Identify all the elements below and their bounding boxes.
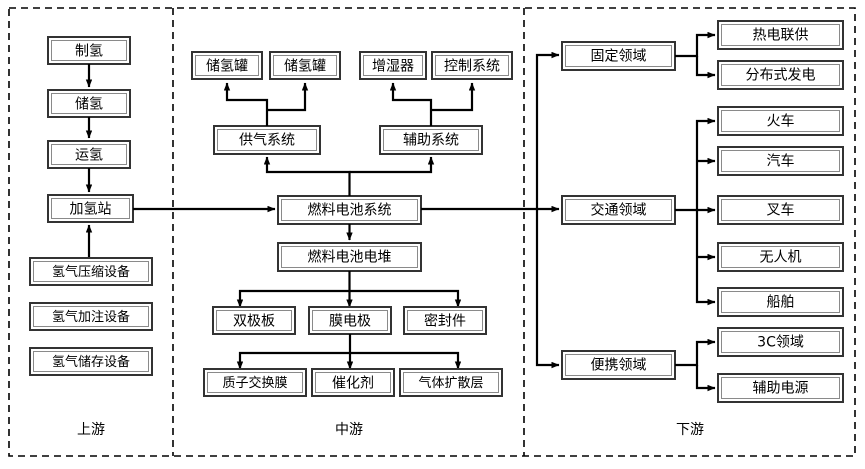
- node-label: 储氢: [75, 97, 103, 113]
- edge-transport-ship: [695, 210, 716, 306]
- node-label: 氢气储存设备: [52, 354, 130, 370]
- node-label: 无人机: [760, 250, 802, 266]
- node-drone[interactable]: 无人机: [717, 242, 844, 272]
- node-label: 分布式发电: [746, 68, 816, 84]
- node-hydrogen-tank-1[interactable]: 储氢罐: [191, 51, 263, 80]
- node-membrane-electrode[interactable]: 膜电极: [308, 306, 392, 335]
- node-label: 双极板: [233, 314, 275, 330]
- node-label: 船舶: [767, 295, 795, 311]
- node-yunqing[interactable]: 运氢: [47, 140, 131, 169]
- edge-stationary-chp: [675, 31, 716, 58]
- node-portable-field[interactable]: 便携领域: [561, 350, 676, 380]
- upstream-chain: 制氢 储氢 运氢 加氢站: [47, 36, 134, 258]
- node-label: 火车: [767, 113, 795, 130]
- node-label: 氢气加注设备: [52, 309, 130, 325]
- node-hydrogen-tank-2[interactable]: 储氢罐: [269, 51, 341, 80]
- node-fuel-cell-system[interactable]: 燃料电池系统: [277, 195, 422, 225]
- node-forklift[interactable]: 叉车: [717, 195, 844, 225]
- midstream-auxiliary: 增湿器 控制系统 辅助系统: [359, 51, 513, 155]
- edge-system-gas-supply: [263, 156, 351, 196]
- edge-aux-humidifier: [389, 82, 433, 126]
- node-auxiliary-system[interactable]: 辅助系统: [379, 125, 483, 155]
- node-label: 增湿器: [372, 59, 414, 75]
- node-combined-heat-power[interactable]: 热电联供: [717, 20, 844, 50]
- node-hydrogen-refueling[interactable]: 氢气加注设备: [29, 302, 153, 331]
- node-label: 制氢: [75, 44, 103, 60]
- node-label: 燃料电池系统: [308, 202, 392, 219]
- node-jiaqingzhan[interactable]: 加氢站: [47, 194, 134, 223]
- node-label: 氢气压缩设备: [52, 264, 130, 280]
- node-label: 热电联供: [753, 28, 809, 44]
- edge-trunk-stationary: [535, 51, 560, 209]
- midstream-supply: 储氢罐 储氢罐 供气系统: [191, 51, 341, 155]
- edge-aux-control: [431, 82, 476, 112]
- node-label: 燃料电池电堆: [308, 249, 392, 266]
- node-fuel-cell-stack[interactable]: 燃料电池电堆: [277, 242, 422, 272]
- downstream-group-transport: 交通领域 火车 汽车 叉车 无人机 船舶: [561, 106, 844, 317]
- edge-trunk-portable: [535, 209, 560, 369]
- node-label: 催化剂: [332, 376, 374, 392]
- node-label: 汽车: [767, 153, 795, 170]
- edge-supply-tank2: [267, 82, 309, 112]
- node-label: 气体扩散层: [418, 375, 483, 391]
- node-zhiqing[interactable]: 制氢: [47, 36, 131, 65]
- edge-transport-train: [675, 117, 716, 212]
- node-transport-field[interactable]: 交通领域: [561, 195, 676, 225]
- node-label: 固定领域: [591, 49, 647, 65]
- node-stationary-field[interactable]: 固定领域: [561, 41, 676, 71]
- node-humidifier[interactable]: 增湿器: [359, 51, 427, 80]
- node-label: 叉车: [767, 202, 795, 219]
- node-label: 3C领域: [757, 335, 804, 351]
- node-distributed-generation[interactable]: 分布式发电: [717, 60, 844, 90]
- edge-portable-3c: [675, 338, 716, 367]
- edge-system-auxiliary: [349, 156, 435, 174]
- downstream-trunk: [535, 51, 560, 369]
- upstream-equipment: 氢气压缩设备 氢气加注设备 氢气储存设备: [29, 257, 153, 376]
- node-label: 质子交换膜: [222, 375, 287, 391]
- node-proton-exchange-membrane[interactable]: 质子交换膜: [203, 368, 307, 397]
- node-gas-supply-system[interactable]: 供气系统: [213, 125, 321, 155]
- node-label: 辅助系统: [403, 133, 459, 149]
- node-bipolar-plate[interactable]: 双极板: [212, 306, 296, 335]
- node-label: 储氢罐: [206, 59, 248, 75]
- node-label: 储氢罐: [284, 59, 326, 75]
- node-catalyst[interactable]: 催化剂: [311, 368, 395, 397]
- node-label: 运氢: [75, 148, 103, 164]
- edge-mea-pem: [236, 334, 352, 370]
- node-ship[interactable]: 船舶: [717, 287, 844, 317]
- edge-portable-auxpower: [695, 365, 716, 392]
- downstream-group-portable: 便携领域 3C领域 辅助电源: [561, 327, 844, 403]
- node-label: 密封件: [424, 313, 466, 330]
- node-3c-field[interactable]: 3C领域: [717, 327, 844, 357]
- node-train[interactable]: 火车: [717, 106, 844, 136]
- node-sealing-part[interactable]: 密封件: [403, 306, 487, 335]
- node-hydrogen-compressor[interactable]: 氢气压缩设备: [29, 257, 153, 286]
- segment-label-upstream: 上游: [77, 422, 105, 438]
- node-hydrogen-storage[interactable]: 氢气储存设备: [29, 347, 153, 376]
- node-auxiliary-power[interactable]: 辅助电源: [717, 373, 844, 403]
- node-label: 加氢站: [70, 202, 112, 218]
- edge-stack-bipolar: [236, 271, 351, 308]
- edge-stack-seal: [349, 289, 462, 308]
- node-label: 交通领域: [591, 202, 647, 219]
- node-label: 控制系统: [444, 59, 500, 75]
- node-control-system[interactable]: 控制系统: [431, 51, 513, 80]
- node-label: 供气系统: [239, 133, 295, 149]
- node-car[interactable]: 汽车: [717, 146, 844, 176]
- edge-mea-gdl: [350, 351, 462, 370]
- downstream-group-stationary: 固定领域 热电联供 分布式发电: [561, 20, 844, 90]
- node-chuqing[interactable]: 储氢: [47, 89, 131, 118]
- node-label: 便携领域: [591, 358, 647, 374]
- segment-label-midstream: 中游: [335, 422, 363, 438]
- node-label: 辅助电源: [753, 381, 809, 397]
- node-label: 膜电极: [329, 314, 371, 330]
- edge-supply-tank1: [223, 82, 269, 126]
- edge-stationary-distributed: [695, 56, 716, 79]
- midstream-core: 燃料电池系统 燃料电池电堆 双极板 膜电极 密封件: [203, 156, 503, 397]
- segment-label-downstream: 下游: [676, 422, 704, 438]
- node-gas-diffusion-layer[interactable]: 气体扩散层: [399, 368, 503, 397]
- diagram-outer-frame: [8, 7, 856, 457]
